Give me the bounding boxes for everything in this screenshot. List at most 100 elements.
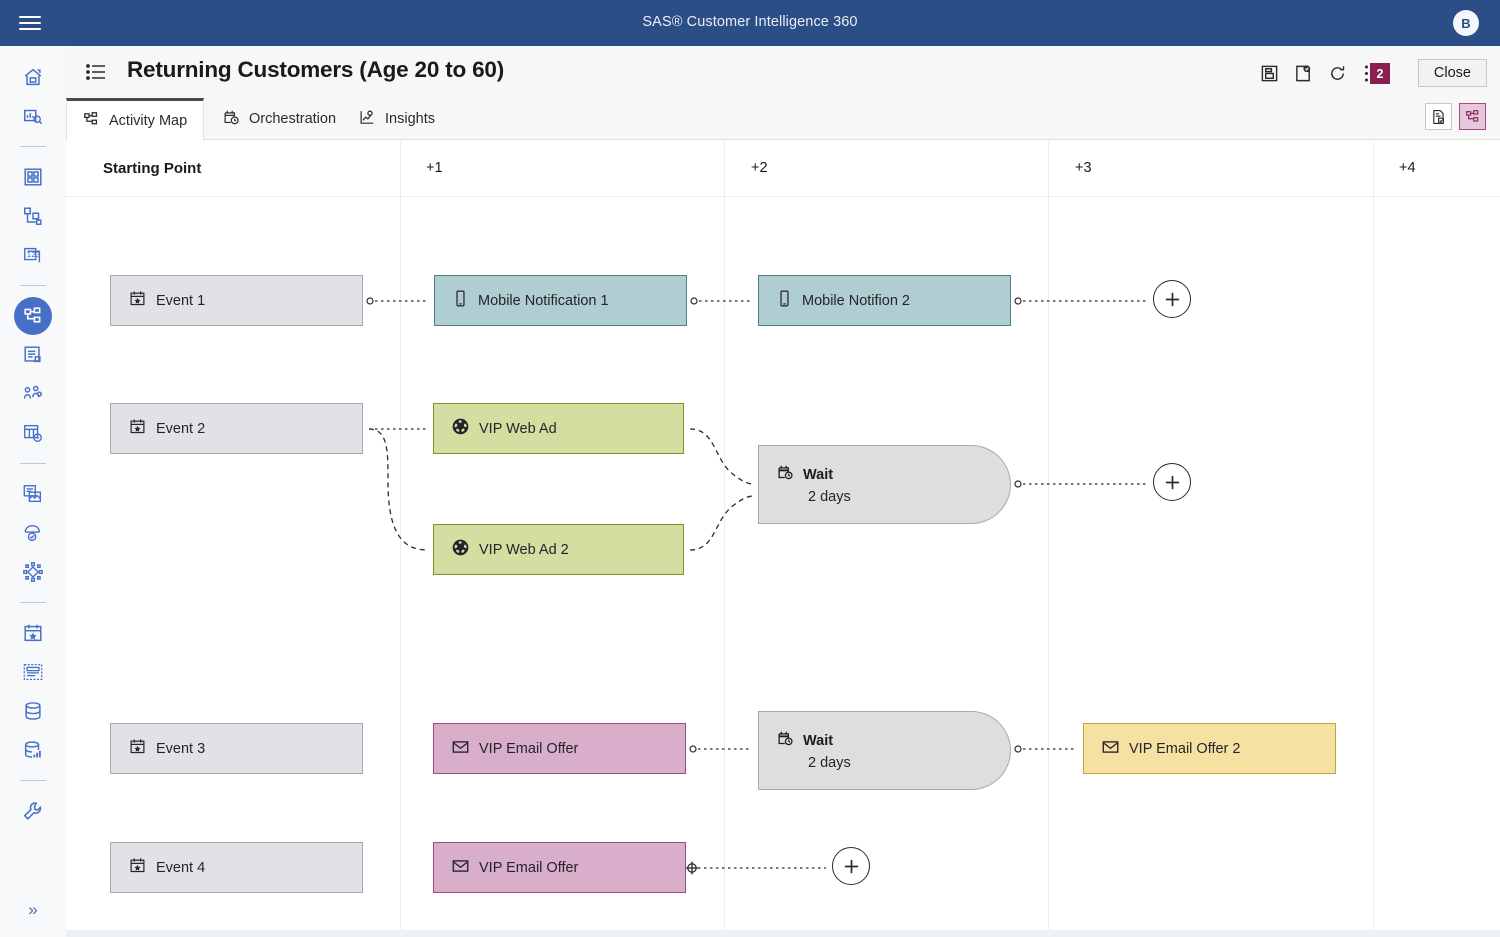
node-event-1[interactable]: Event 1 bbox=[110, 275, 363, 326]
node-label: VIP Web Ad 2 bbox=[479, 541, 569, 558]
connector-layer bbox=[366, 297, 1147, 875]
node-label: Event 4 bbox=[156, 859, 206, 876]
node-vip-web-ad-2[interactable]: VIP Web Ad 2 bbox=[433, 524, 684, 575]
column-divider bbox=[400, 141, 401, 930]
node-label: VIP Email Offer bbox=[479, 740, 579, 757]
node-label: Event 3 bbox=[156, 740, 206, 757]
calendar-star-icon bbox=[129, 738, 146, 759]
sidebar-item-activity-map[interactable] bbox=[14, 297, 52, 335]
sidebar-item-schedule[interactable] bbox=[14, 414, 52, 452]
page-header: Returning Customers (Age 20 to 60) 2 Clo… bbox=[66, 46, 1500, 98]
tab-label: Orchestration bbox=[249, 111, 337, 127]
column-label-plus2: +2 bbox=[751, 160, 768, 176]
node-vip-email-offer-2[interactable]: VIP Email Offer bbox=[433, 842, 686, 893]
sidebar-item-tag-edit[interactable] bbox=[14, 514, 52, 552]
column-label-plus4: +4 bbox=[1399, 160, 1416, 176]
sidebar-item-content[interactable] bbox=[14, 475, 52, 513]
sidebar-divider bbox=[20, 285, 46, 286]
node-label: Mobile Notifion 2 bbox=[802, 292, 910, 309]
column-divider bbox=[724, 141, 725, 930]
wait-subtitle: 2 days bbox=[808, 489, 851, 505]
node-mobile-notification-1[interactable]: Mobile Notification 1 bbox=[434, 275, 687, 326]
avatar[interactable]: B bbox=[1453, 10, 1479, 36]
document-view-toggle[interactable] bbox=[1425, 103, 1452, 130]
app-bar: SAS® Customer Intelligence 360 B bbox=[0, 0, 1500, 46]
sidebar-item-settings[interactable] bbox=[14, 792, 52, 830]
sidebar-item-database[interactable] bbox=[14, 692, 52, 730]
node-wait-2[interactable]: Wait 2 days bbox=[758, 711, 1011, 790]
calendar-star-icon bbox=[129, 418, 146, 439]
sidebar-divider bbox=[20, 146, 46, 147]
sidebar-item-analytics[interactable] bbox=[14, 97, 52, 135]
sidebar-item-numbered-cards[interactable]: 123 bbox=[14, 236, 52, 274]
globe-icon bbox=[452, 539, 469, 560]
column-label-plus1: +1 bbox=[426, 160, 443, 176]
column-label-plus3: +3 bbox=[1075, 160, 1092, 176]
left-nav-rail: 123 bbox=[0, 46, 66, 937]
sidebar-item-data-template[interactable] bbox=[14, 653, 52, 691]
sidebar-item-events[interactable] bbox=[14, 614, 52, 652]
sidebar-item-home[interactable] bbox=[14, 58, 52, 96]
activity-map-canvas[interactable]: Starting Point +1 +2 +3 +4 bbox=[66, 141, 1500, 930]
app-title: SAS® Customer Intelligence 360 bbox=[642, 14, 858, 30]
map-view-toggle[interactable] bbox=[1459, 103, 1486, 130]
validate-icon[interactable] bbox=[1290, 60, 1316, 86]
tab-insights[interactable]: Insights bbox=[343, 98, 451, 140]
mobile-phone-icon bbox=[777, 290, 792, 311]
node-event-2[interactable]: Event 2 bbox=[110, 403, 363, 454]
node-vip-web-ad[interactable]: VIP Web Ad bbox=[433, 403, 684, 454]
list-view-icon[interactable] bbox=[86, 63, 106, 86]
tab-label: Activity Map bbox=[109, 113, 188, 129]
node-label: Event 1 bbox=[156, 292, 206, 309]
globe-icon bbox=[452, 418, 469, 439]
envelope-icon bbox=[452, 740, 469, 758]
page-title: Returning Customers (Age 20 to 60) bbox=[127, 57, 505, 82]
add-node-button-1[interactable] bbox=[1153, 280, 1191, 318]
column-label-starting-point: Starting Point bbox=[103, 160, 202, 177]
node-label: VIP Email Offer 2 bbox=[1129, 740, 1241, 757]
node-wait-1[interactable]: Wait 2 days bbox=[758, 445, 1011, 524]
sidebar-item-workflow[interactable] bbox=[14, 197, 52, 235]
node-label: VIP Web Ad bbox=[479, 420, 557, 437]
node-event-4[interactable]: Event 4 bbox=[110, 842, 363, 893]
activity-map-icon bbox=[83, 111, 100, 132]
sidebar-divider bbox=[20, 463, 46, 464]
wait-subtitle: 2 days bbox=[808, 755, 851, 771]
wait-title: Wait bbox=[803, 732, 834, 749]
sidebar-item-node-network[interactable] bbox=[14, 553, 52, 591]
column-divider bbox=[1048, 141, 1049, 930]
add-node-button-3[interactable] bbox=[832, 847, 870, 885]
node-label: Mobile Notification 1 bbox=[478, 292, 609, 309]
node-mobile-notification-2[interactable]: Mobile Notifion 2 bbox=[758, 275, 1011, 326]
sidebar-item-database-analytics[interactable] bbox=[14, 731, 52, 769]
hamburger-icon[interactable] bbox=[19, 13, 41, 33]
column-header-row bbox=[66, 141, 1500, 197]
add-node-button-2[interactable] bbox=[1153, 463, 1191, 501]
insights-chart-icon bbox=[359, 109, 376, 130]
calendar-clock-icon bbox=[777, 464, 794, 485]
sidebar-item-audiences[interactable] bbox=[14, 375, 52, 413]
tab-orchestration[interactable]: Orchestration bbox=[207, 98, 352, 140]
node-label: Event 2 bbox=[156, 420, 206, 437]
calendar-clock-icon bbox=[777, 730, 794, 751]
wait-title: Wait bbox=[803, 466, 834, 483]
calendar-star-icon bbox=[129, 857, 146, 878]
refresh-icon[interactable] bbox=[1324, 60, 1350, 86]
sidebar-item-tasks[interactable] bbox=[14, 336, 52, 374]
sidebar-expand-button[interactable]: » bbox=[28, 900, 38, 919]
svg-text:123: 123 bbox=[27, 250, 41, 259]
status-badge[interactable]: 2 bbox=[1370, 63, 1390, 84]
calendar-star-icon bbox=[129, 290, 146, 311]
envelope-icon bbox=[452, 859, 469, 877]
tab-label: Insights bbox=[385, 111, 435, 127]
tab-activity-map[interactable]: Activity Map bbox=[66, 98, 205, 141]
more-options-icon[interactable] bbox=[1353, 60, 1379, 86]
node-vip-email-offer-3[interactable]: VIP Email Offer 2 bbox=[1083, 723, 1336, 774]
envelope-icon bbox=[1102, 740, 1119, 758]
node-vip-email-offer-1[interactable]: VIP Email Offer bbox=[433, 723, 686, 774]
save-icon[interactable] bbox=[1256, 60, 1282, 86]
close-button[interactable]: Close bbox=[1417, 59, 1487, 87]
sidebar-item-dashboard[interactable] bbox=[14, 158, 52, 196]
node-event-3[interactable]: Event 3 bbox=[110, 723, 363, 774]
node-label: VIP Email Offer bbox=[479, 859, 579, 876]
